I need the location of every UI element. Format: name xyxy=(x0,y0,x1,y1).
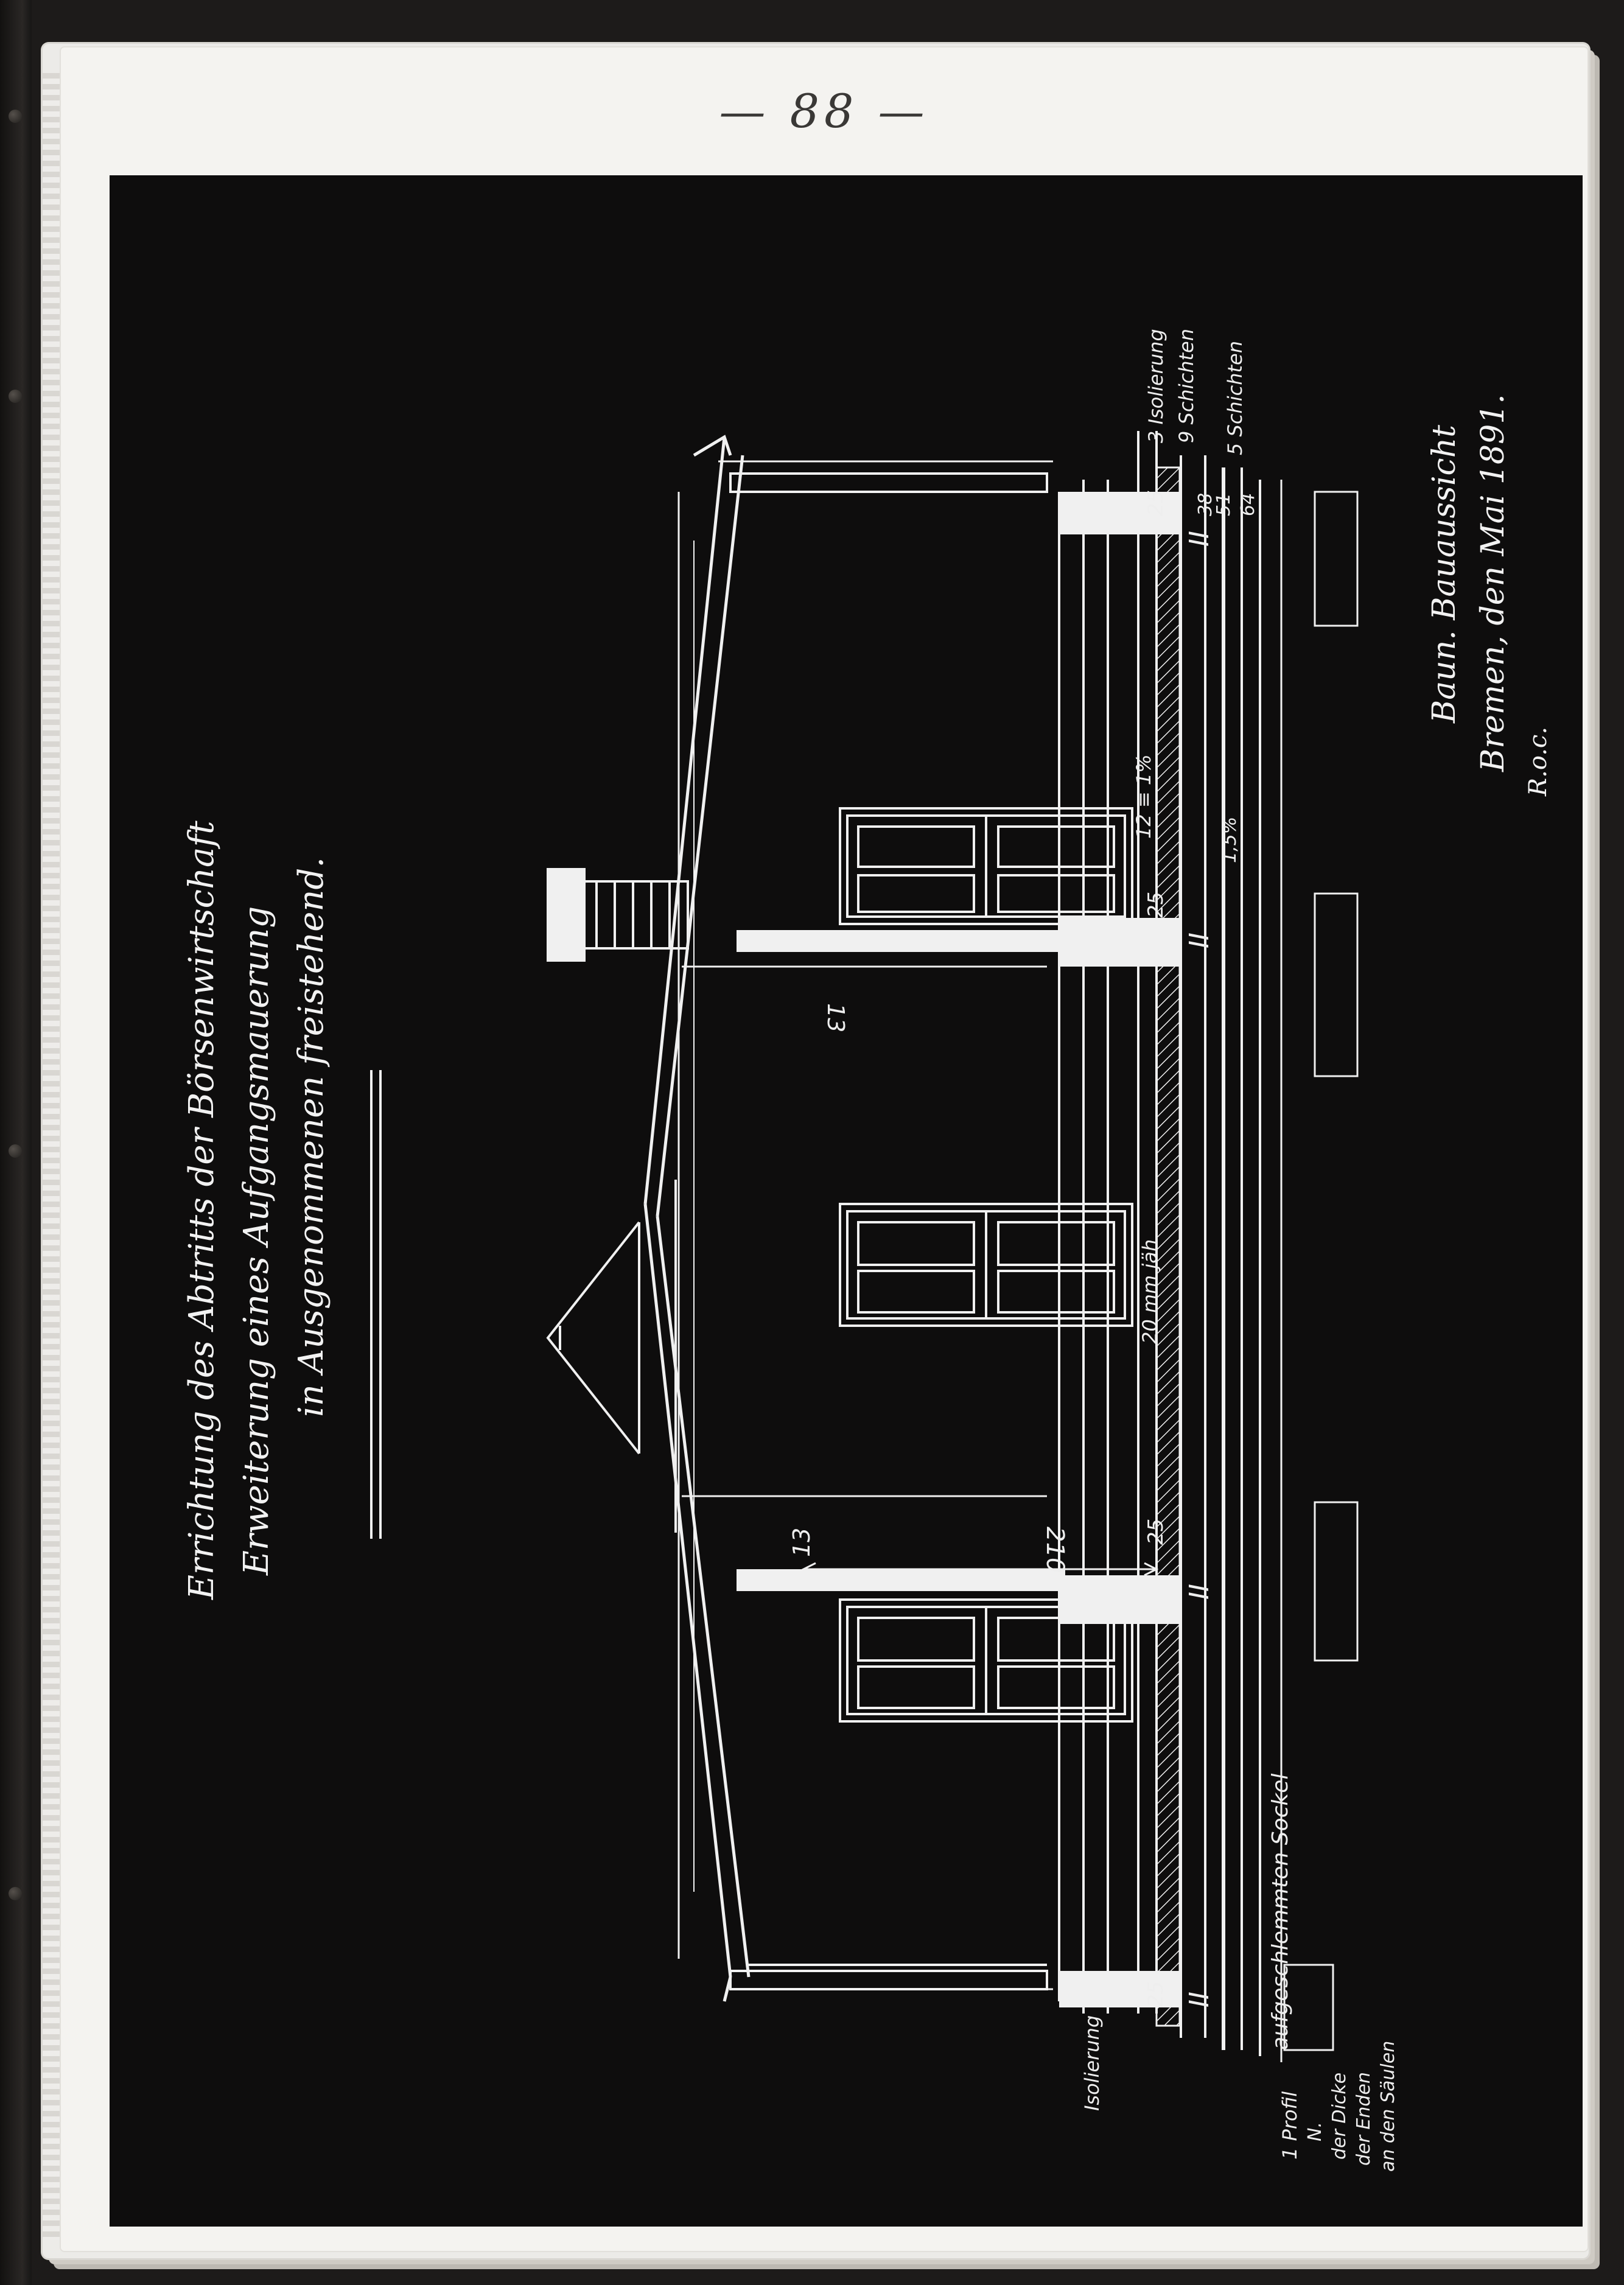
corner-note-4: der Enden xyxy=(1353,2072,1374,2166)
title-rules xyxy=(370,1070,382,1539)
corner-note-2: N. xyxy=(1304,2122,1326,2141)
pier-label-a: II xyxy=(1184,531,1215,547)
hatched-base xyxy=(1155,466,1181,2027)
pier-label-b: II xyxy=(1184,933,1215,948)
dim-base-mid: 25 xyxy=(1144,1519,1168,1545)
end-posts xyxy=(729,472,1048,1990)
binder-rivet xyxy=(9,110,22,123)
dim-span: 210 xyxy=(1041,1527,1069,1573)
elevation-drawing: Errichtung des Abtritts der Börsenwirtsc… xyxy=(182,329,1552,2172)
title-line-3: in Ausgenommenen freistehend. xyxy=(292,857,331,1417)
dim-right-5: 51 xyxy=(1213,493,1234,516)
door-2 xyxy=(839,1203,1133,1327)
title-line-2: Erweiterung eines Aufgangsmauerung xyxy=(237,906,276,1576)
document-sheet: — 88 — xyxy=(61,47,1587,2251)
dim-right-3: 5 Schichten xyxy=(1223,341,1247,455)
chimney xyxy=(547,868,689,962)
left-label: Isolierung xyxy=(1080,2015,1104,2111)
dim-col-b: 13 xyxy=(788,1528,815,1557)
binder-rivet xyxy=(9,1144,22,1158)
corner-note-1: 1 Profil xyxy=(1278,2091,1301,2160)
dim-slope-2: 20 mm jäh xyxy=(1138,1239,1161,1344)
dim-col-a: 13 xyxy=(822,1003,849,1032)
binder-rivet xyxy=(9,390,22,403)
brickwork xyxy=(1283,491,1359,2051)
signature-place-date: Bremen, den Mai 1891. xyxy=(1475,394,1511,772)
dim-base-mid2: 25 xyxy=(1144,892,1168,918)
dim-slope-1: 12 ≡ 1% xyxy=(1132,754,1155,839)
foundation-lines xyxy=(1137,431,1283,2062)
dim-right-6: 64 xyxy=(1237,493,1259,516)
pier-label-c: II xyxy=(1184,1584,1215,1600)
title-line-1: Errichtung des Abtritts der Börsenwirtsc… xyxy=(182,821,222,1600)
door-1 xyxy=(839,807,1133,925)
signature-extra: R.o.c. xyxy=(1524,727,1552,797)
dim-right-2: 9 Schichten xyxy=(1175,329,1198,443)
page-number: — 88 — xyxy=(719,84,929,138)
pier-label-d: II xyxy=(1184,1992,1215,2007)
binder-rivet xyxy=(9,1887,22,1900)
dimension-210 xyxy=(801,1562,1159,1576)
door-3 xyxy=(839,1598,1133,1723)
signature-block: Baun. Bauaussicht Bremen, den Mai 1891. … xyxy=(1426,394,1552,797)
dim-right-4: 38 xyxy=(1195,493,1216,516)
dim-base-left: 25 xyxy=(1144,1981,1168,2007)
binder-spine xyxy=(0,0,32,2285)
dim-right-1: 3 Isolierung xyxy=(1144,329,1167,443)
roof-outline xyxy=(643,435,751,2002)
title-block: Errichtung des Abtritts der Börsenwirtsc… xyxy=(182,821,331,1600)
corner-note-3: der Dicke xyxy=(1329,2073,1350,2160)
roof-vent xyxy=(546,1180,677,1533)
columns xyxy=(737,492,1181,2007)
signature-authority: Baun. Bauaussicht xyxy=(1426,425,1463,724)
dim-base-right: 25 xyxy=(1144,490,1168,516)
blueprint-plate: Errichtung des Abtritts der Börsenwirtsc… xyxy=(110,175,1583,2227)
corner-note-5: an den Säulen xyxy=(1377,2041,1399,2172)
dimension-labels: 210 13 13 25 25 25 25 12 ≡ 1% 20 mm jäh … xyxy=(788,329,1399,2172)
wall-lines xyxy=(1058,480,1109,2014)
bottom-note: aufgeschlemmten Sockel xyxy=(1268,1774,1293,2050)
dim-slope-3: 1,5% xyxy=(1219,817,1241,863)
